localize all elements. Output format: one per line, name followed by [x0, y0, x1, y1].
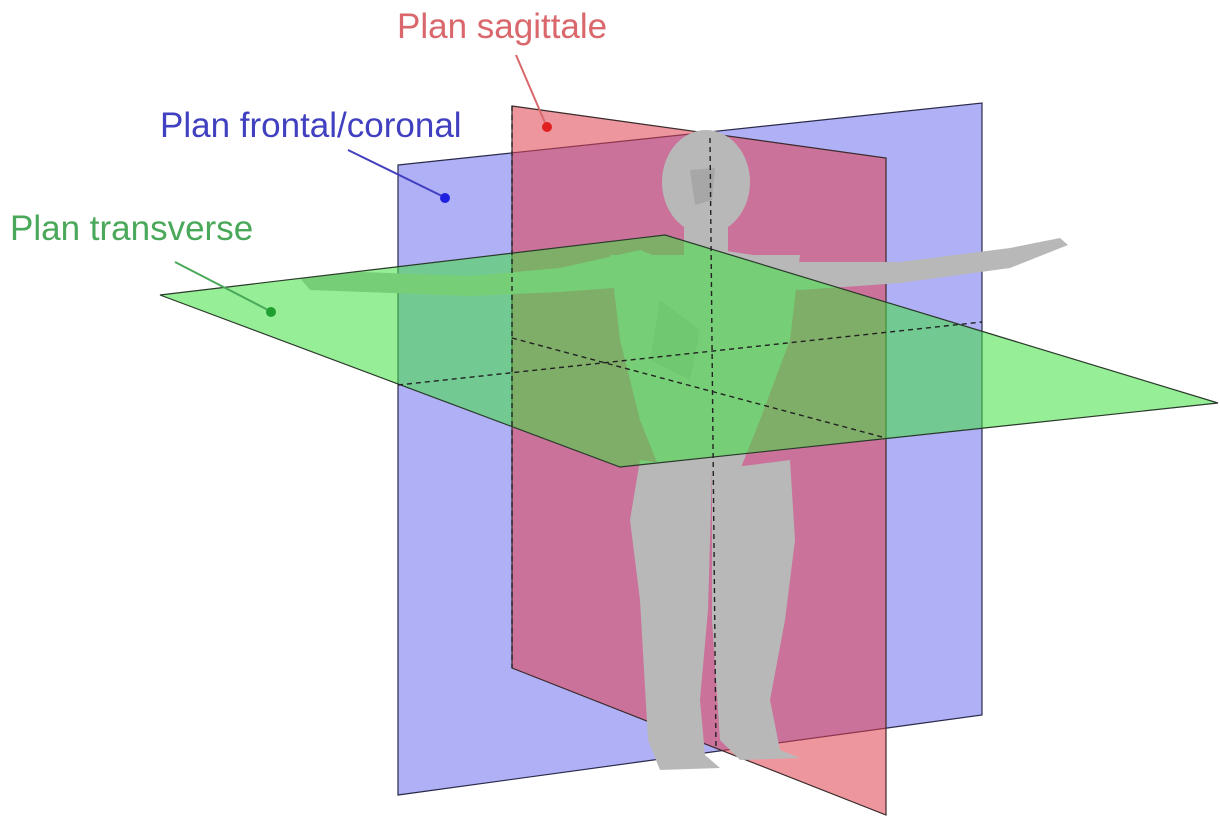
frontal-plane-label: Plan frontal/coronal [160, 106, 462, 145]
frontal-pointer [347, 149, 450, 203]
sagittal-frontal-line [709, 137, 717, 751]
transverse-pointer [174, 261, 276, 317]
transverse-plane-label: Plan transverse [10, 209, 253, 248]
right-leg [712, 460, 800, 760]
face-shading [690, 168, 715, 205]
sagittal-transverse-line [511, 337, 887, 439]
frontal-transverse-line [397, 321, 983, 386]
transverse-plane [159, 234, 1219, 468]
right-arm [720, 238, 1068, 290]
plane-intersection-lines [397, 106, 983, 751]
sagittal-pointer [515, 54, 552, 132]
head [662, 130, 750, 234]
left-leg [630, 460, 720, 770]
sagittal-plane-label: Plan sagittale [397, 7, 607, 46]
